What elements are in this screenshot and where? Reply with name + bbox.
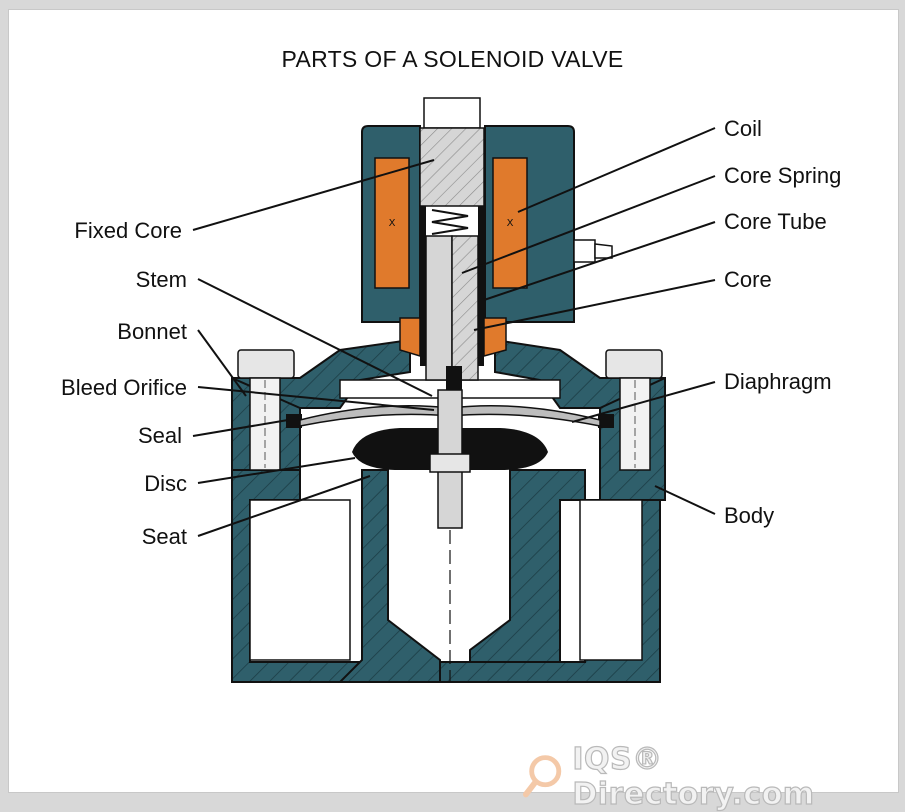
core xyxy=(425,235,479,390)
label-core: Core xyxy=(724,267,772,292)
label-core-spring: Core Spring xyxy=(724,163,842,188)
svg-text:X: X xyxy=(507,218,514,229)
core-spring xyxy=(431,209,469,235)
stem xyxy=(429,389,471,529)
seal-left xyxy=(286,414,302,428)
magnifier-logo-icon xyxy=(522,755,562,798)
label-coil: Coil xyxy=(724,116,762,141)
fixed-core xyxy=(419,97,485,207)
label-bleed-orifice: Bleed Orifice xyxy=(61,375,187,400)
label-seal: Seal xyxy=(137,423,182,448)
bolt-right xyxy=(605,349,663,471)
label-seat: Seat xyxy=(141,524,187,549)
diagram-title: PARTS OF A SOLENOID VALVE xyxy=(281,46,624,72)
label-fixed-core: Fixed Core xyxy=(74,218,182,243)
label-disc: Disc xyxy=(144,471,187,496)
watermark: IQS® Directory.com xyxy=(522,741,905,812)
label-diaphragm: Diaphragm xyxy=(724,369,832,394)
core-collar xyxy=(399,317,507,358)
label-bonnet: Bonnet xyxy=(117,319,187,344)
label-core-tube: Core Tube xyxy=(724,209,827,234)
core-tube xyxy=(420,206,484,366)
label-body: Body xyxy=(724,503,775,528)
label-stem: Stem xyxy=(135,267,187,292)
seal-right xyxy=(598,414,614,428)
watermark-text: IQS® Directory.com xyxy=(572,741,815,812)
leader-lines xyxy=(192,127,716,537)
coil: X X xyxy=(374,157,528,289)
svg-text:X: X xyxy=(389,218,396,229)
